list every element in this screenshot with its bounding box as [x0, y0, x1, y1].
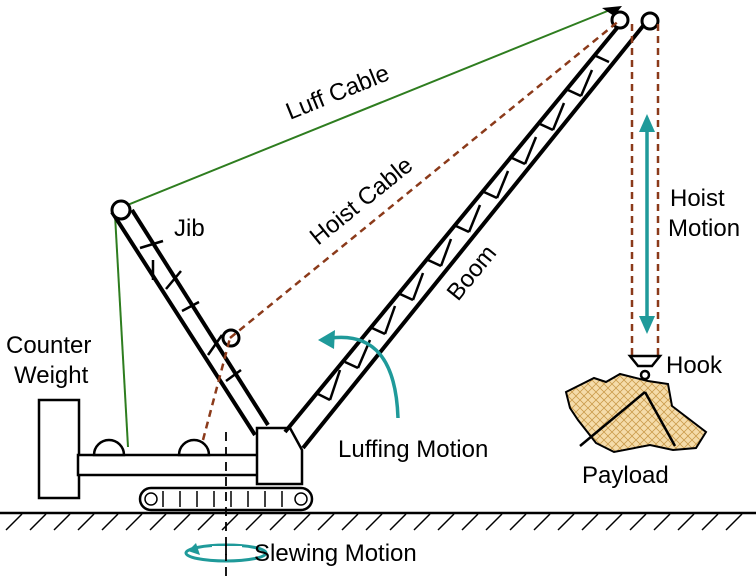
counter-weight-block: [37, 398, 81, 500]
boom-tip-sheave-right: [640, 11, 660, 31]
hoist-motion-arrow: [639, 114, 655, 334]
luff-cable-label: Luff Cable: [282, 60, 393, 126]
jib-label: Jib: [174, 215, 205, 242]
hoist-motion-label-line1: Hoist: [670, 185, 725, 212]
boom: [283, 20, 645, 450]
luff-cable-anchor: [602, 6, 622, 16]
slewing-motion-label: Slewing Motion: [254, 540, 417, 567]
crane-deck: [76, 426, 304, 486]
hoist-cable-label: Hoist Cable: [305, 152, 418, 251]
luff-cable: [114, 9, 611, 448]
slewing-motion-arrow: [184, 432, 268, 580]
jib: [110, 208, 270, 437]
hoist-cable: [201, 19, 660, 441]
payload-rock-icon: [564, 372, 708, 454]
hook-label: Hook: [666, 352, 723, 379]
counter-weight-label-line1: Counter: [6, 332, 91, 359]
payload-label: Payload: [582, 462, 669, 489]
ground: [0, 511, 756, 531]
luffing-motion-label: Luffing Motion: [338, 436, 488, 463]
jib-tip-sheave: [110, 199, 132, 221]
hoist-motion-label-line2: Motion: [668, 215, 740, 242]
luffing-motion-arrow: [318, 330, 400, 419]
boom-label: Boom: [442, 240, 502, 306]
counter-weight-label-line2: Weight: [14, 362, 89, 389]
